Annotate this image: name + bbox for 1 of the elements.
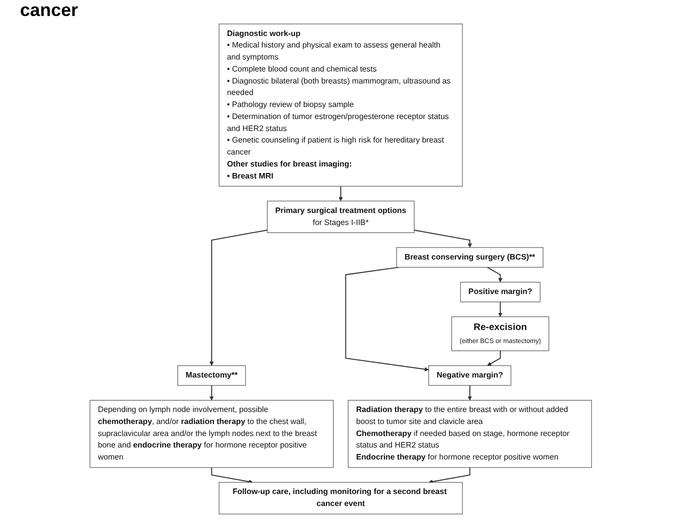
- diagram-title: cancer: [20, 0, 80, 20]
